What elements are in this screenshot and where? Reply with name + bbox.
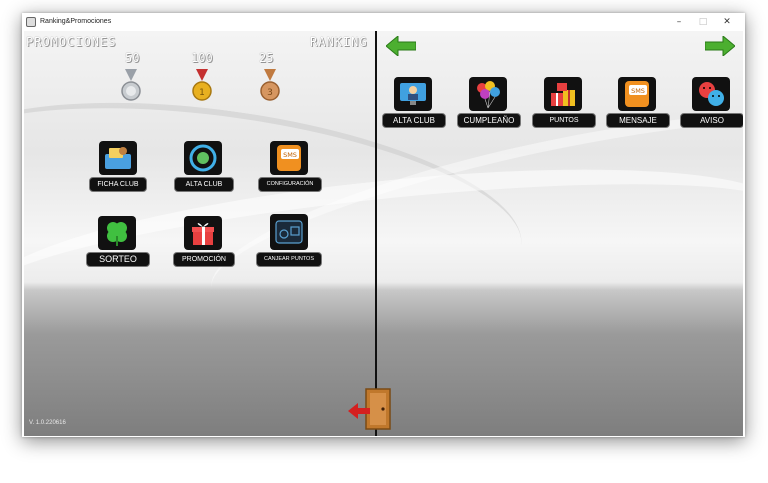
gift-icon [184,216,222,250]
main-content: PROMOCIONES RANKING 50 100 25 1 3 FICHA … [24,31,743,436]
sms-phone-icon: SMS [618,77,656,111]
silver-medal-icon [121,69,141,101]
gifts-icon [544,77,582,111]
app-window: Ranking&Promociones – □ ✕ PROMOCIONES RA… [22,13,745,437]
exit-button[interactable] [346,387,394,431]
redeem-points-icon [270,214,308,250]
tile-cumpleano-label: CUMPLEAÑO [457,113,521,128]
tile-canjear-puntos-label: CANJEAR PUNTOS [256,252,322,267]
faces-icon [692,77,730,111]
svg-text:SMS: SMS [631,87,645,95]
svg-text:SMS: SMS [283,151,297,159]
tile-right-alta-club-label: ALTA CLUB [382,113,446,128]
ranking-value-gold: 100 [191,51,213,65]
club-signup-icon [184,141,222,175]
tile-sorteo-label: SORTEO [86,252,150,267]
version-label: V. 1.0.220616 [29,420,66,426]
balloons-icon [469,77,507,111]
tile-alta-club-label: ALTA CLUB [174,177,234,192]
svg-text:1: 1 [199,88,205,98]
arrow-right-icon[interactable] [705,36,735,56]
tile-ficha-club-label: FICHA CLUB [89,177,147,192]
maximize-button[interactable]: □ [698,16,708,27]
tile-configuracion-label: CONFIGURACIÓN [258,177,322,192]
window-title: Ranking&Promociones [40,18,112,25]
arrow-left-icon[interactable] [386,36,416,56]
close-button[interactable]: ✕ [723,16,731,27]
title-bar: Ranking&Promociones – □ ✕ [22,13,745,30]
tile-puntos-label: PUNTOS [532,113,596,128]
svg-text:3: 3 [267,88,273,98]
promociones-heading: PROMOCIONES [26,35,117,49]
tile-aviso-label: AVISO [680,113,743,128]
panel-divider [375,31,377,436]
ranking-value-bronze: 25 [259,51,274,65]
clover-icon [98,216,136,250]
club-card-icon [99,141,137,175]
gold-medal-icon: 1 [192,69,212,101]
ranking-heading: RANKING [310,35,368,49]
minimize-button[interactable]: – [676,16,682,27]
window-controls: – □ ✕ [667,13,739,30]
monitor-user-icon [394,77,432,111]
sms-config-icon: SMS [270,141,308,175]
tile-promocion-label: PROMOCIÓN [173,252,235,267]
tile-mensaje-label: MENSAJE [606,113,670,128]
bronze-medal-icon: 3 [260,69,280,101]
app-icon [26,16,36,27]
ranking-value-silver: 50 [125,51,140,65]
